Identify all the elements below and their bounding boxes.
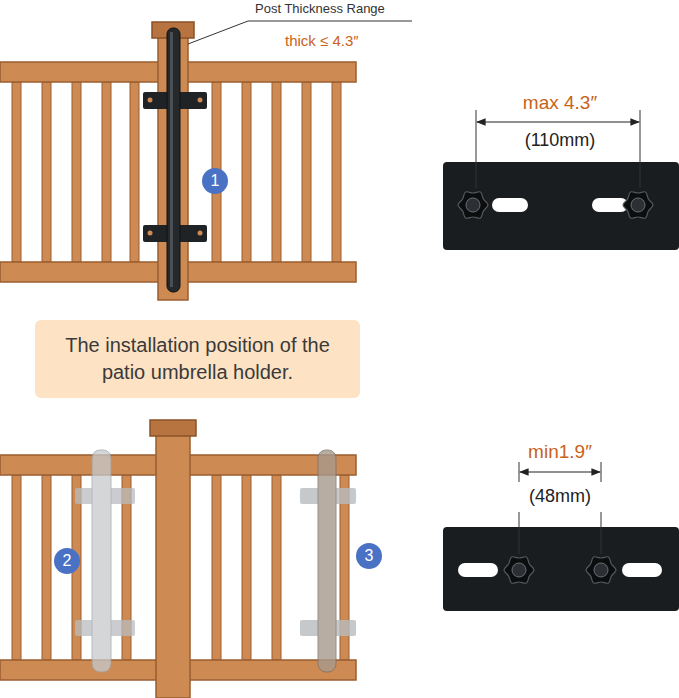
drawing-circle xyxy=(198,98,203,103)
dimension: (48mm) xyxy=(529,486,591,507)
drawing-rect xyxy=(212,475,221,660)
drawing-rect xyxy=(42,82,51,262)
drawing-path xyxy=(504,557,534,584)
drawing-line xyxy=(601,512,602,554)
railing xyxy=(0,22,356,300)
drawing-g xyxy=(504,557,534,584)
drawing-rect xyxy=(42,475,51,660)
drawing-rect xyxy=(622,563,662,577)
drawing-path xyxy=(586,557,616,584)
drawing-circle xyxy=(466,198,480,212)
drawing-rect xyxy=(92,450,111,672)
umbrella-holder xyxy=(300,450,356,672)
drawing-rect xyxy=(12,475,21,660)
drawing-path xyxy=(458,192,488,219)
drawing-rect xyxy=(150,420,196,436)
dimension: max 4.3″ xyxy=(523,92,597,114)
dimension: thick ≤ 4.3″ xyxy=(285,32,359,49)
drawing-line xyxy=(519,462,520,482)
dimension-line xyxy=(476,110,640,188)
drawing-circle xyxy=(198,231,203,236)
callout-circle: 1 xyxy=(202,168,228,194)
umbrella-holder xyxy=(75,450,135,672)
callout-number: 3 xyxy=(365,547,374,565)
drawing-rect xyxy=(332,82,341,262)
drawing-line xyxy=(477,121,639,122)
callout-label: Post Thickness Range xyxy=(255,2,385,17)
drawing-rect xyxy=(272,82,281,262)
drawing-rect xyxy=(443,527,679,611)
mounting-plate xyxy=(443,162,679,250)
callout-number: 1 xyxy=(211,172,220,190)
drawing-line xyxy=(520,471,600,472)
drawing-rect xyxy=(443,162,679,250)
drawing-line xyxy=(601,462,602,482)
drawing-rect xyxy=(156,434,190,698)
drawing-line xyxy=(519,512,520,554)
drawing-rect xyxy=(170,32,173,287)
dimension: (110mm) xyxy=(525,130,596,151)
drawing-circle xyxy=(594,563,608,577)
caption-box: The installation position of the patio u… xyxy=(35,320,360,398)
drawing-g xyxy=(458,192,488,219)
drawing-rect xyxy=(167,28,180,292)
railing xyxy=(0,420,356,698)
mounting-plate xyxy=(443,527,679,611)
drawing-path xyxy=(623,192,653,219)
drawing-rect xyxy=(492,198,528,212)
drawing-rect xyxy=(72,82,81,262)
drawing-rect xyxy=(130,82,139,262)
drawing-line xyxy=(640,110,641,188)
dimension: min1.9″ xyxy=(528,441,592,463)
drawing-g xyxy=(586,557,616,584)
callout-number: 2 xyxy=(63,552,72,570)
drawing-rect xyxy=(318,450,336,672)
drawing-circle xyxy=(512,563,526,577)
caption-text: The installation position of the patio u… xyxy=(49,332,346,386)
umbrella-holder xyxy=(143,28,207,292)
drawing-rect xyxy=(458,563,498,577)
dimension-line xyxy=(519,462,601,554)
drawing-rect xyxy=(102,82,111,262)
drawing-rect xyxy=(242,82,251,262)
drawing-g xyxy=(623,192,653,219)
drawing-rect xyxy=(272,475,281,660)
drawing-circle xyxy=(631,198,645,212)
drawing-rect xyxy=(12,82,21,262)
drawing-circle xyxy=(148,231,153,236)
callout-circle: 2 xyxy=(54,548,80,574)
drawing-rect xyxy=(242,475,251,660)
drawing-line xyxy=(476,110,477,188)
drawing-rect xyxy=(302,82,311,262)
drawing-circle xyxy=(148,98,153,103)
callout-circle: 3 xyxy=(356,543,382,569)
